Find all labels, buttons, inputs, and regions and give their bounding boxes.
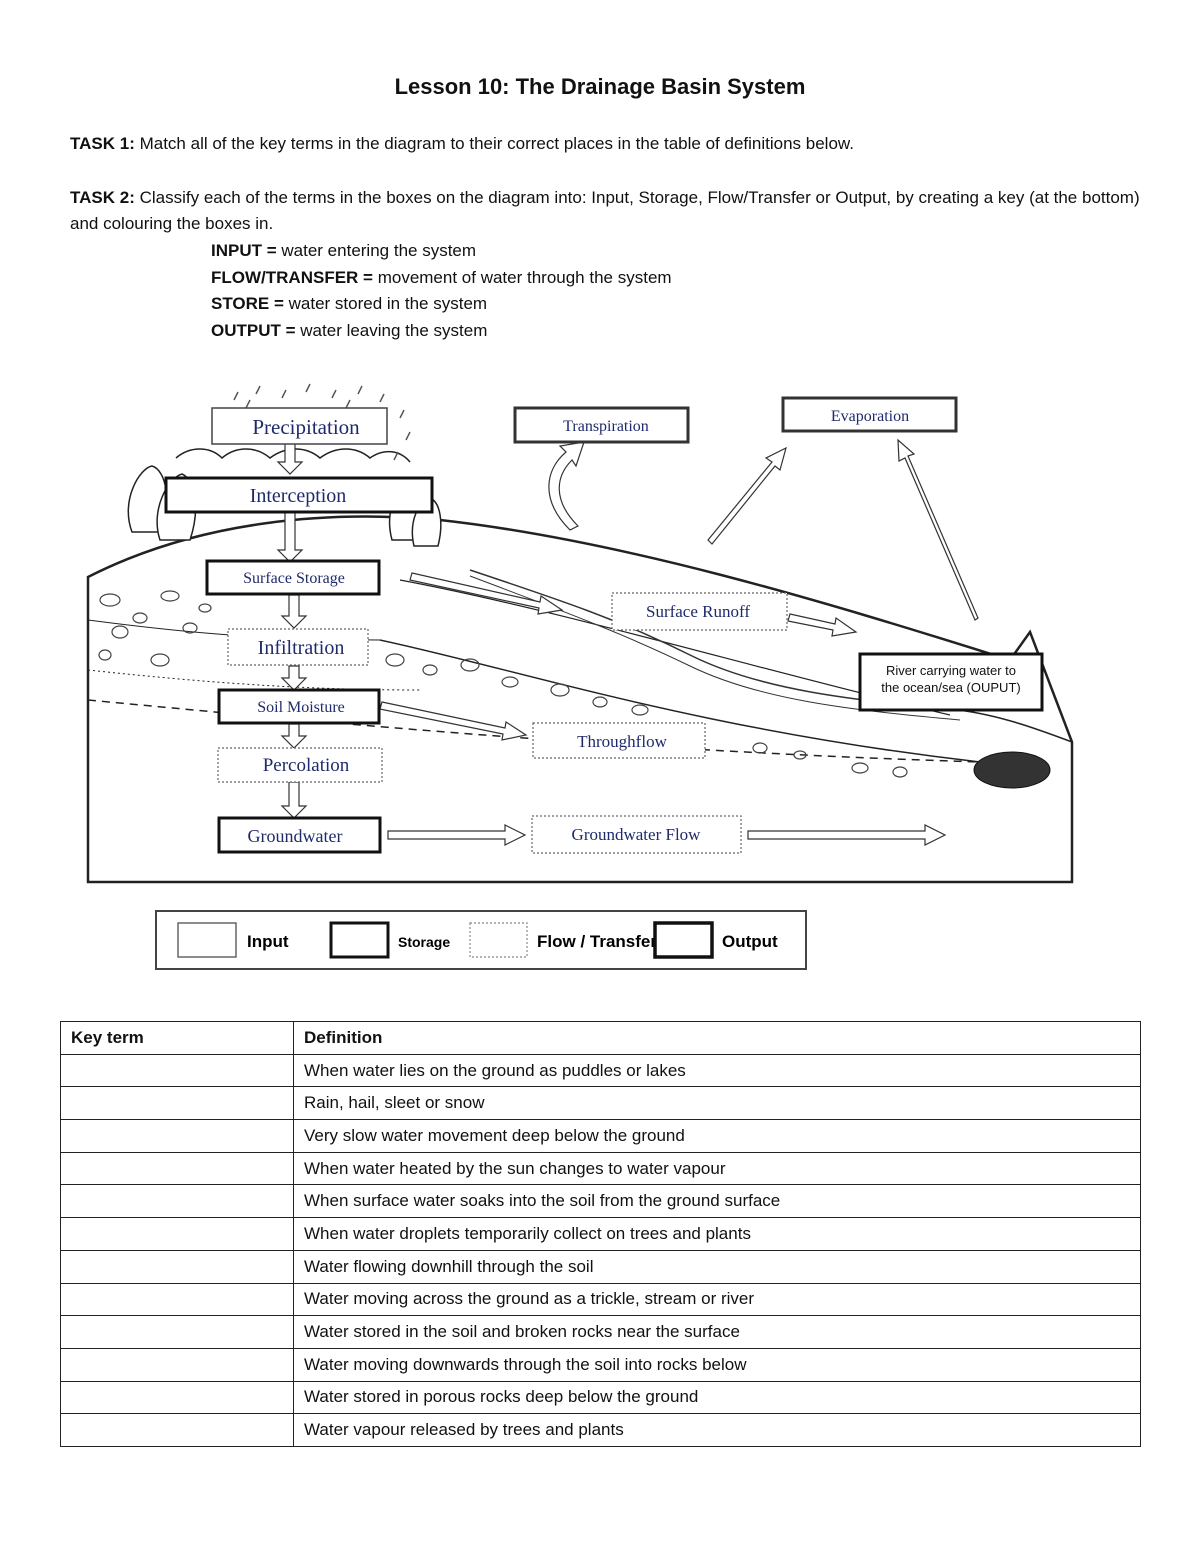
key-term-cell[interactable]	[60, 1151, 294, 1186]
task-1: TASK 1: Match all of the key terms in th…	[70, 131, 1145, 157]
key-input-swatch[interactable]	[177, 922, 237, 958]
category-store: STORE = water stored in the system	[211, 294, 488, 313]
svg-text:Storage: Storage	[398, 934, 450, 950]
flow-arrows	[379, 438, 979, 846]
key-term-cell[interactable]	[60, 1347, 294, 1382]
table-row: Rain, hail, sleet or snow	[60, 1086, 1141, 1121]
river-output-box: River carrying water to the ocean/sea (O…	[858, 652, 1044, 712]
evaporation-box: Evaporation	[781, 396, 958, 433]
svg-text:River carrying water to: River carrying water to	[886, 663, 1016, 678]
table-row: Water stored in the soil and broken rock…	[60, 1315, 1141, 1349]
svg-text:the ocean/sea (OUPUT): the ocean/sea (OUPUT)	[881, 680, 1020, 695]
vertical-arrows	[276, 442, 308, 819]
page-title: Lesson 10: The Drainage Basin System	[394, 74, 806, 99]
interception-box: Interception	[164, 476, 434, 514]
table-row: When water lies on the ground as puddles…	[60, 1053, 1141, 1088]
definition-cell: When water heated by the sun changes to …	[293, 1151, 1141, 1186]
table-row: When water droplets temporarily collect …	[60, 1217, 1141, 1251]
svg-text:Groundwater Flow: Groundwater Flow	[572, 825, 702, 844]
svg-text:Groundwater: Groundwater	[248, 826, 343, 846]
definition-cell: Water moving downwards through the soil …	[293, 1347, 1141, 1382]
svg-text:Throughflow: Throughflow	[577, 732, 667, 751]
key-term-cell[interactable]	[60, 1315, 294, 1349]
infiltration-box: Infiltration	[227, 628, 369, 666]
definition-cell: Water stored in the soil and broken rock…	[293, 1315, 1141, 1349]
soil-moisture-box: Soil Moisture	[217, 688, 381, 725]
throughflow-box: Throughflow	[532, 722, 706, 759]
surface-runoff-box: Surface Runoff	[611, 592, 788, 631]
definition-cell: Rain, hail, sleet or snow	[293, 1086, 1141, 1121]
definition-cell: Water vapour released by trees and plant…	[293, 1413, 1141, 1447]
category-input: INPUT = water entering the system	[211, 241, 477, 260]
percolation-box: Percolation	[217, 747, 383, 783]
definition-cell: When water lies on the ground as puddles…	[293, 1053, 1141, 1088]
table-row: When water heated by the sun changes to …	[60, 1151, 1141, 1186]
groundwater-box: Groundwater	[217, 816, 382, 854]
svg-text:Interception: Interception	[250, 485, 347, 507]
svg-text:Transpiration: Transpiration	[563, 418, 649, 435]
task-1-text: Match all of the key terms in the diagra…	[139, 134, 854, 153]
surface-storage-box: Surface Storage	[205, 559, 381, 596]
table-row: Very slow water movement deep below the …	[60, 1119, 1141, 1153]
table-row: Water vapour released by trees and plant…	[60, 1413, 1141, 1447]
task-2-label: TASK 2:	[70, 188, 135, 207]
key-term-cell[interactable]	[60, 1217, 294, 1251]
svg-text:Infiltration: Infiltration	[258, 637, 345, 659]
svg-text:Output: Output	[722, 932, 778, 951]
classification-key: Input Storage Flow / Transfer Output	[155, 910, 807, 970]
svg-text:Evaporation: Evaporation	[831, 408, 909, 425]
definition-cell: When water droplets temporarily collect …	[293, 1217, 1141, 1251]
table-row: Water stored in porous rocks deep below …	[60, 1380, 1141, 1415]
table-row: When surface water soaks into the soil f…	[60, 1184, 1141, 1219]
table-row: Water moving across the ground as a tric…	[60, 1282, 1141, 1317]
svg-text:Input: Input	[247, 932, 289, 951]
definition-cell: Very slow water movement deep below the …	[293, 1119, 1141, 1153]
definition-header: Definition	[293, 1021, 1141, 1055]
task-2-text: Classify each of the terms in the boxes …	[70, 188, 1140, 233]
task-1-label: TASK 1:	[70, 134, 135, 153]
key-term-cell[interactable]	[60, 1413, 294, 1447]
key-term-header: Key term	[60, 1021, 294, 1055]
svg-text:Soil Moisture: Soil Moisture	[257, 699, 345, 716]
key-term-cell[interactable]	[60, 1184, 294, 1219]
svg-text:Precipitation: Precipitation	[252, 415, 360, 439]
table-header-row: Key term Definition	[60, 1021, 1141, 1055]
svg-text:Percolation: Percolation	[263, 755, 350, 776]
key-term-cell[interactable]	[60, 1119, 294, 1153]
rock-texture	[98, 590, 908, 778]
definition-cell: Water flowing downhill through the soil	[293, 1249, 1141, 1284]
transpiration-box: Transpiration	[513, 406, 690, 444]
svg-text:Flow / Transfer: Flow / Transfer	[537, 932, 657, 951]
precipitation-box: Precipitation	[211, 407, 388, 445]
key-term-cell[interactable]	[60, 1086, 294, 1121]
key-storage-swatch[interactable]	[329, 921, 390, 959]
svg-text:Surface Storage: Surface Storage	[243, 570, 345, 587]
svg-text:Surface Runoff: Surface Runoff	[646, 602, 750, 621]
definition-cell: When surface water soaks into the soil f…	[293, 1184, 1141, 1219]
category-definitions: INPUT = water entering the system FLOW/T…	[211, 238, 672, 344]
category-output: OUTPUT = water leaving the system	[211, 320, 488, 340]
key-flow-swatch[interactable]	[469, 922, 528, 958]
key-term-cell[interactable]	[60, 1053, 294, 1088]
key-output-swatch[interactable]	[653, 921, 714, 959]
key-term-cell[interactable]	[60, 1249, 294, 1284]
category-flow: FLOW/TRANSFER = movement of water throug…	[211, 267, 672, 287]
definition-cell: Water stored in porous rocks deep below …	[293, 1380, 1141, 1415]
groundwater-flow-box: Groundwater Flow	[531, 815, 742, 854]
key-term-cell[interactable]	[60, 1380, 294, 1415]
definition-cell: Water moving across the ground as a tric…	[293, 1282, 1141, 1317]
drainage-basin-diagram: Precipitation Interception Surface Stora…	[86, 383, 1074, 970]
task-2: TASK 2: Classify each of the terms in th…	[70, 185, 1145, 237]
key-term-cell[interactable]	[60, 1282, 294, 1317]
table-row: Water moving downwards through the soil …	[60, 1347, 1141, 1382]
table-row: Water flowing downhill through the soil	[60, 1249, 1141, 1284]
rain	[233, 383, 411, 461]
definitions-table: Key term Definition When water lies on t…	[60, 1021, 1141, 1447]
